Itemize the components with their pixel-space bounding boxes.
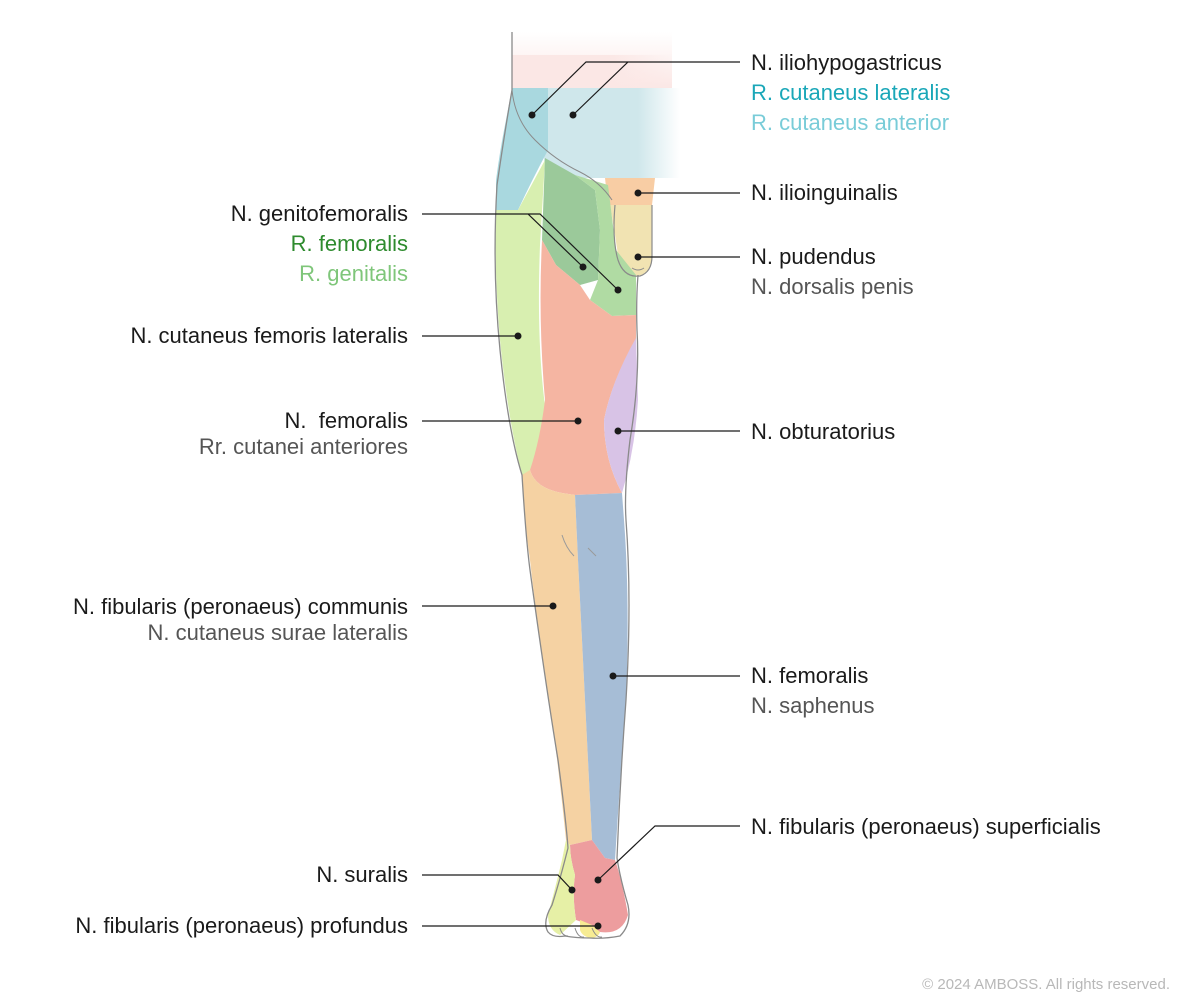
- region-genitofemoralis-femoralis: [542, 158, 600, 285]
- dot-cutaneus-femoris-lateralis: [514, 332, 522, 340]
- region-iliohypogastricus-anterior: [540, 88, 680, 178]
- knee-mark-2: [587, 547, 597, 557]
- label-iliohypogastricus: N. iliohypogastricus: [751, 50, 942, 75]
- leader-lines: [422, 61, 740, 927]
- label-dorsalis-penis: N. dorsalis penis: [751, 274, 914, 299]
- label-r-genitalis: R. genitalis: [299, 261, 408, 286]
- dot-suralis: [568, 886, 576, 894]
- leader-iliohypogastricus: [531, 61, 740, 116]
- dot-pudendus: [634, 253, 642, 261]
- leader-suralis: [422, 874, 573, 891]
- trunk-skin-lower: [512, 55, 672, 88]
- label-rr-cutanei-anteriores: Rr. cutanei anteriores: [198, 434, 408, 459]
- label-obturatorius: N. obturatorius: [751, 419, 896, 444]
- region-femoralis-anterior: [530, 240, 636, 495]
- label-femoralis-saphenus-title: N. femoralis: [751, 663, 869, 688]
- label-femoralis: N. femoralis: [284, 408, 408, 433]
- dot-iliohypogastricus-anterior: [569, 111, 577, 119]
- label-r-cutaneus-anterior: R. cutaneus anterior: [751, 110, 950, 135]
- region-ilioinguinalis: [605, 178, 655, 205]
- label-cutaneus-femoris-lateralis: N. cutaneus femoris lateralis: [130, 323, 408, 348]
- region-cutaneus-femoris-lateralis: [495, 160, 547, 475]
- dot-saphenus: [609, 672, 617, 680]
- toe-lines: [559, 927, 603, 938]
- label-fibularis-profundus: N. fibularis (peronaeus) profundus: [75, 913, 408, 938]
- region-suralis: [548, 840, 576, 935]
- leader-dots: [514, 111, 642, 930]
- copyright-notice: © 2024 AMBOSS. All rights reserved.: [922, 976, 1170, 993]
- label-genitofemoralis: N. genitofemoralis: [230, 201, 408, 226]
- label-pudendus: N. pudendus: [751, 244, 876, 269]
- genital-outline: [613, 204, 653, 277]
- leader-genitofemoralis: [422, 213, 619, 291]
- dot-fibularis-superficialis: [594, 876, 602, 884]
- region-saphenus: [575, 493, 628, 860]
- region-obturatorius: [604, 338, 638, 493]
- dot-genitofemoralis-genitalis: [614, 286, 622, 294]
- label-cutaneus-surae-lateralis: N. cutaneus surae lateralis: [147, 620, 408, 645]
- dot-ilioinguinalis: [634, 189, 642, 197]
- leader-fibularis-superficialis: [597, 825, 740, 881]
- dot-genitofemoralis-femoralis: [579, 263, 587, 271]
- inguinal-line: [511, 89, 613, 201]
- leg-outline: [494, 32, 639, 939]
- label-r-femoralis: R. femoralis: [290, 231, 408, 256]
- region-genitofemoralis-genitalis: [575, 175, 636, 316]
- dot-obturatorius: [614, 427, 622, 435]
- label-fibularis-superficialis: N. fibularis (peronaeus) superficialis: [751, 814, 1101, 839]
- penis-tip-mark: [631, 267, 645, 271]
- label-ilioinguinalis: N. ilioinguinalis: [751, 180, 898, 205]
- label-r-cutaneus-lateralis: R. cutaneus lateralis: [751, 80, 951, 105]
- region-iliohypogastricus-lateralis: [496, 88, 548, 210]
- knee-mark: [561, 534, 575, 557]
- region-fibularis-superficialis: [570, 840, 628, 933]
- dot-iliohypogastricus-lateralis: [528, 111, 536, 119]
- label-saphenus: N. saphenus: [751, 693, 875, 718]
- dot-fibularis-profundus: [594, 922, 602, 930]
- label-suralis: N. suralis: [316, 862, 408, 887]
- label-fibularis-communis: N. fibularis (peronaeus) communis: [72, 594, 408, 619]
- dot-femoralis-anterior: [574, 417, 582, 425]
- region-fibularis-communis: [522, 470, 592, 845]
- dot-fibularis-communis: [549, 602, 557, 610]
